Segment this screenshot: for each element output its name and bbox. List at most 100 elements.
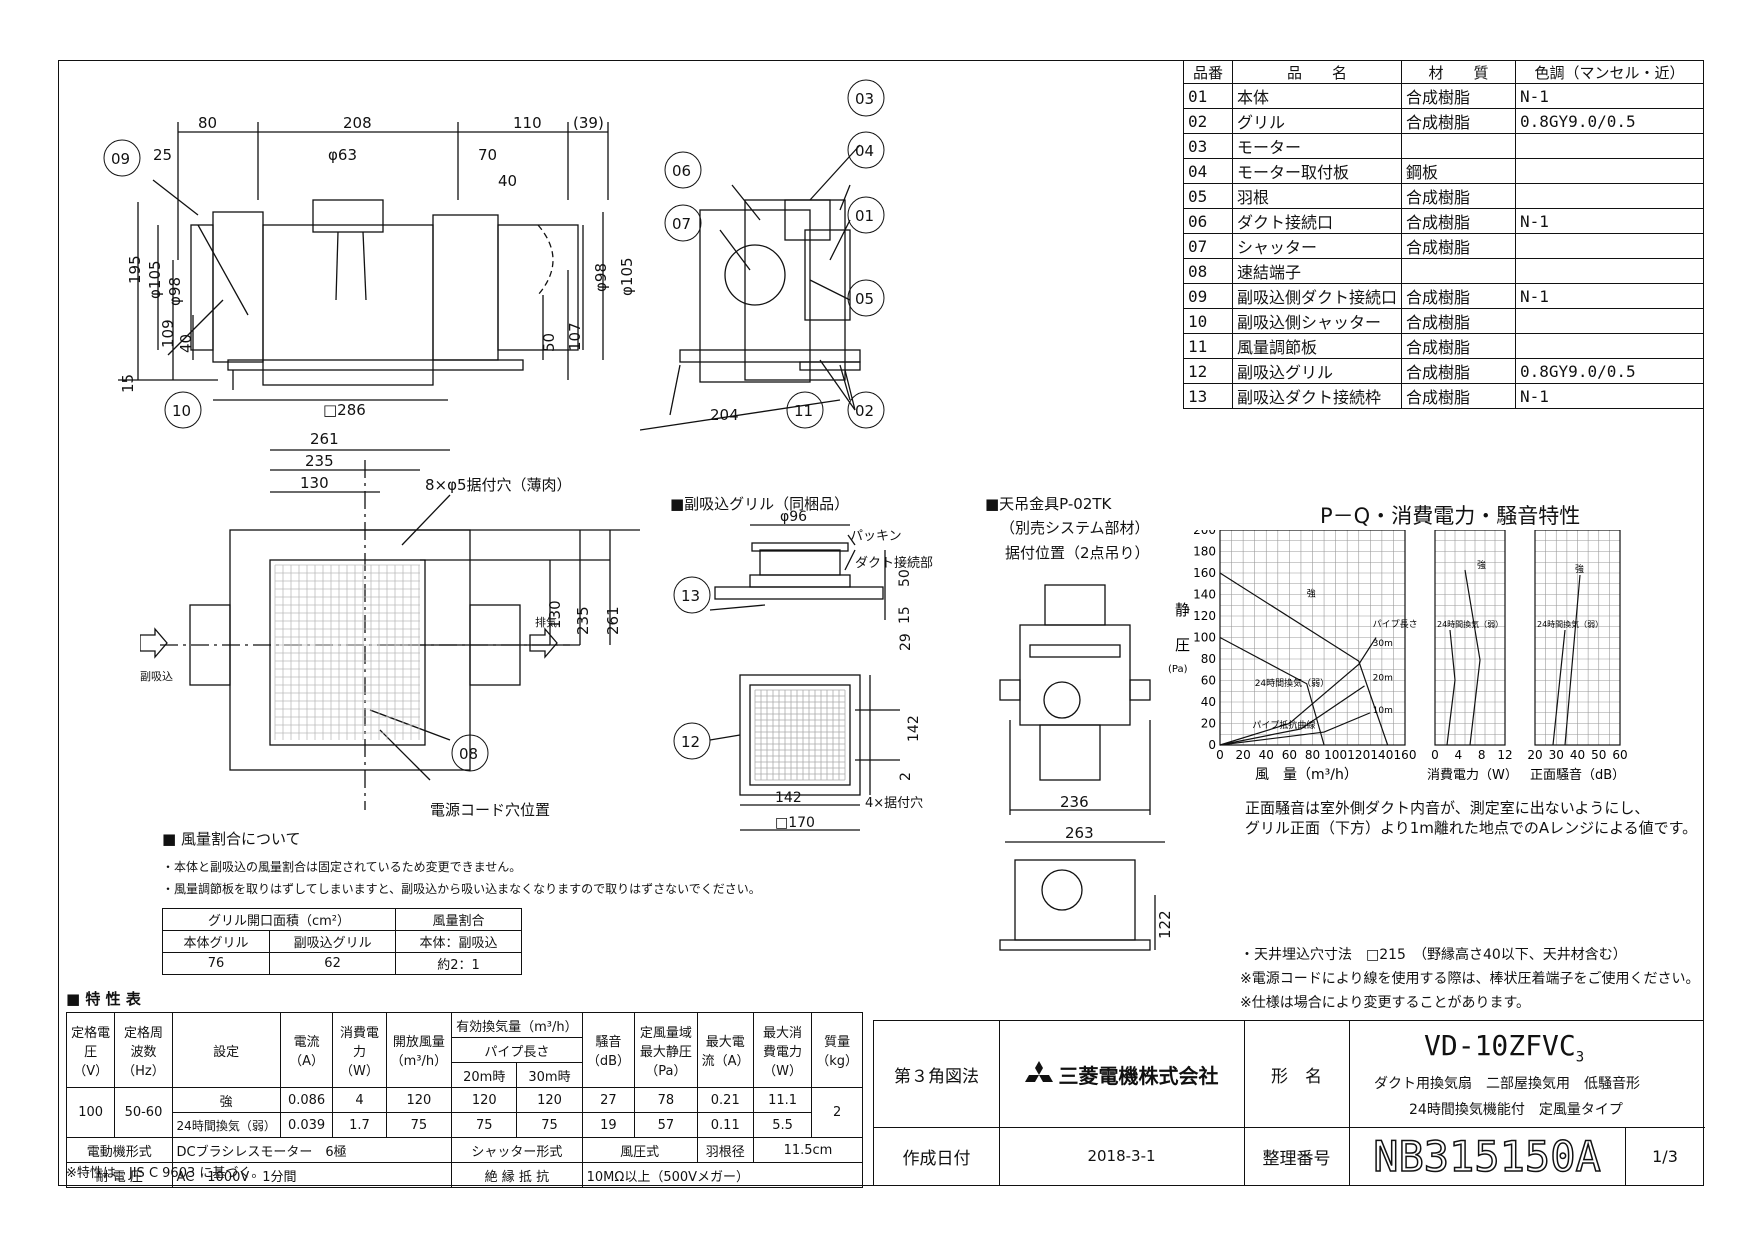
pq-y-tick: 80 — [1201, 652, 1216, 666]
parts-cell: ダクト接続口 — [1231, 208, 1403, 234]
ratio-v2: 62 — [269, 952, 397, 975]
r2-maxcur: 0.11 — [696, 1112, 754, 1138]
parts-cell: 合成樹脂 — [1401, 233, 1517, 259]
sg-holes: 4×据付穴 — [865, 796, 923, 811]
pq-y-tick: 100 — [1193, 631, 1216, 645]
pq-x-tick: 0 — [1216, 748, 1224, 762]
parts-cell: 合成樹脂 — [1401, 333, 1517, 359]
hanger-drawing: ■天吊金具P-02TK （別売システム部材） 据付位置（2点吊り） 236 26… — [985, 495, 1174, 951]
parts-cell: 合成樹脂 — [1401, 383, 1517, 409]
parts-header-cell: 品番 — [1183, 60, 1233, 84]
h-30m: 30m時 — [516, 1062, 583, 1088]
install-note-3: ※仕様は場合により変更することがあります。 — [1240, 995, 1531, 1011]
hanger-pos: 据付位置（2点吊り） — [1005, 544, 1150, 562]
ratio-h1: グリル開口面積（cm²） — [161, 908, 397, 931]
parts-cell — [1515, 258, 1704, 284]
motor-label: 電動機形式 — [66, 1137, 173, 1163]
date-label: 作成日付 — [874, 1127, 1000, 1185]
spec-heading: ■ 特 性 表 — [66, 990, 141, 1008]
v-voltage: 100 — [65, 1087, 116, 1138]
pq-pipe-30m — [1219, 637, 1377, 746]
pq-y-unit: (Pa) — [1168, 664, 1188, 675]
h-max-power: 最大消費電力（W） — [752, 1012, 813, 1088]
name-label: 形 名 — [1244, 1021, 1350, 1128]
dim-107: 107 — [566, 322, 584, 351]
ref-number: NB315150A — [1349, 1127, 1626, 1185]
parts-cell: モーター — [1231, 133, 1403, 159]
h-mass: 質量（kg） — [811, 1012, 863, 1088]
parts-cell: 合成樹脂 — [1401, 83, 1517, 109]
power-tick: 12 — [1497, 748, 1512, 762]
power-label: 消費電力（W） — [1427, 768, 1518, 780]
parts-cell: シャッター — [1231, 233, 1403, 259]
plan-dim-130: 130 — [300, 474, 329, 492]
install-note-1: ・天井埋込穴寸法 □215 （野縁高さ40以下、天井材含む） — [1240, 947, 1627, 963]
h-setting: 設定 — [171, 1012, 281, 1088]
callout-10: 10 — [172, 402, 191, 420]
dim-109: 109 — [159, 319, 177, 348]
r2-current: 0.039 — [279, 1112, 334, 1138]
h-current: 電流（A） — [279, 1012, 334, 1088]
pq-x-tick: 140 — [1370, 748, 1393, 762]
noise-tick: 60 — [1612, 748, 1627, 762]
ratio-h2: 風量割合 — [395, 908, 522, 931]
callout-02: 02 — [855, 402, 874, 420]
parts-header-cell: 色調（マンセル・近） — [1515, 60, 1704, 84]
parts-cell: 07 — [1183, 233, 1233, 259]
callout-04: 04 — [855, 142, 874, 160]
r2-maxpow: 5.5 — [752, 1112, 813, 1138]
pq-y-tick: 160 — [1193, 566, 1216, 580]
install-note-2: ※電源コードにより線を使用する際は、棒状圧着端子をご使用ください。 — [1240, 971, 1700, 987]
dim-195: 195 — [126, 255, 144, 284]
ratio-v3: 約2：1 — [395, 952, 522, 975]
hanger-dim-236: 236 — [1060, 793, 1089, 811]
parts-cell: 13 — [1183, 383, 1233, 409]
pq-y-tick: 180 — [1193, 545, 1216, 559]
parts-cell: 副吸込グリル — [1231, 358, 1403, 384]
dim-phi105-r: φ105 — [618, 257, 636, 296]
parts-cell: グリル — [1231, 108, 1403, 134]
plan-dim-261-v: 261 — [604, 606, 622, 635]
packing-label: パッキン — [850, 529, 902, 544]
h-effective: 有効換気量（m³/h） — [451, 1012, 583, 1038]
dim-40-l: 40 — [177, 334, 195, 353]
company-block: 三菱電機株式会社 — [999, 1021, 1245, 1128]
r1-maxpow: 11.1 — [752, 1087, 813, 1113]
pq-curve-label: 24時間換気（弱） — [1255, 677, 1329, 689]
h-max-current: 最大電流（A） — [696, 1012, 754, 1088]
pq-y-tick: 20 — [1201, 717, 1216, 731]
plan-dim-261: 261 — [310, 430, 339, 448]
dim-208: 208 — [343, 114, 372, 132]
callout-09: 09 — [111, 150, 130, 168]
parts-cell — [1515, 333, 1704, 359]
parts-cell: 速結端子 — [1231, 258, 1403, 284]
power-weak-label: 24時間換気（弱） — [1437, 619, 1503, 629]
parts-cell: 08 — [1183, 258, 1233, 284]
h-power: 消費電力（W） — [332, 1012, 387, 1088]
r1-20m: 120 — [451, 1087, 518, 1113]
sg-dim-29: 29 — [898, 633, 914, 651]
callout-03: 03 — [855, 90, 874, 108]
spec-footnote: ※特性は JIS C 9603 に基づく。 — [66, 1166, 265, 1181]
hanger-title: ■天吊金具P-02TK — [985, 495, 1113, 513]
callout-01: 01 — [855, 207, 874, 225]
pq-curve-label: パイプ長さ — [1373, 619, 1418, 630]
parts-cell — [1515, 233, 1704, 259]
dim-110: 110 — [513, 114, 542, 132]
pq-y-tick: 140 — [1193, 588, 1216, 602]
shutter-value: 風圧式 — [581, 1137, 698, 1163]
parts-cell: 12 — [1183, 358, 1233, 384]
sg-dim-phi96: φ96 — [780, 509, 807, 525]
parts-header-cell: 品 名 — [1231, 60, 1403, 84]
dim-25: 25 — [153, 146, 172, 164]
r1-30m: 120 — [516, 1087, 583, 1113]
r2-30m: 75 — [516, 1112, 583, 1138]
r2-static: 57 — [634, 1112, 698, 1138]
insulation-value: 10MΩ以上（500Vメガー） — [581, 1162, 864, 1188]
power-strong-label: 強 — [1477, 559, 1486, 571]
